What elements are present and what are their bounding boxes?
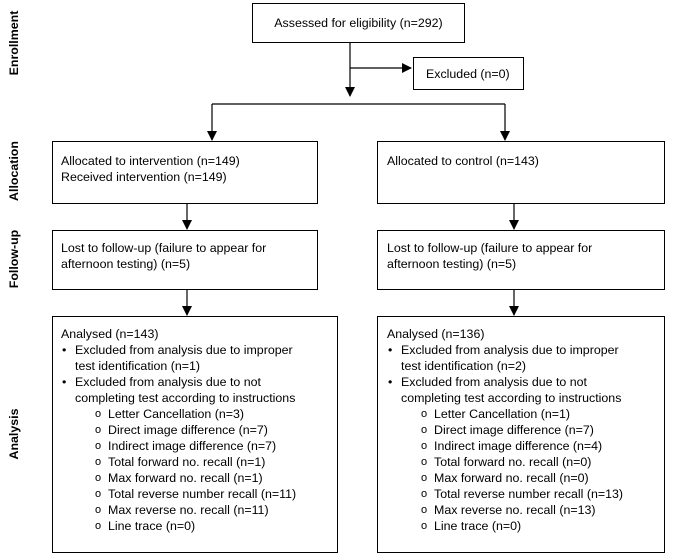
sub-list-item: Line trace (n=0): [95, 518, 337, 534]
sub-list-item: Direct image difference (n=7): [421, 422, 664, 438]
analysis-control-box: Analysed (n=136) Excluded from analysis …: [377, 316, 665, 553]
exclusion-identification-line1: Excluded from analysis due to improper: [75, 343, 293, 357]
sub-list-item: Max forward no. recall (n=1): [95, 470, 337, 486]
analysis-intervention-list: Excluded from analysis due to improper t…: [61, 342, 337, 534]
analysed-intervention-text: Analysed (n=143): [61, 327, 159, 341]
sub-list-item: Direct image difference (n=7): [95, 422, 337, 438]
sub-list-item: Indirect image difference (n=7): [95, 438, 337, 454]
exclusion-instructions-line1: Excluded from analysis due to not: [401, 375, 587, 389]
received-intervention-text: Received intervention (n=149): [61, 170, 227, 184]
exclusion-instructions-line2: completing test according to instruction…: [401, 391, 622, 405]
allocation-intervention-box: Allocated to intervention (n=149) Receiv…: [52, 141, 318, 204]
sub-list-item: Max reverse no. recall (n=13): [421, 502, 664, 518]
sub-list-item: Indirect image difference (n=4): [421, 438, 664, 454]
sub-list-item: Letter Cancellation (n=3): [95, 406, 337, 422]
exclusion-identification-line2: test identification (n=2): [401, 359, 527, 373]
lost-control-line1: Lost to follow-up (failure to appear for: [387, 241, 593, 255]
lost-intervention-line1: Lost to follow-up (failure to appear for: [61, 241, 267, 255]
analysis-intervention-box: Analysed (n=143) Excluded from analysis …: [52, 316, 338, 553]
sub-list-item: Total reverse number recall (n=11): [95, 486, 337, 502]
sub-list-item: Max reverse no. recall (n=11): [95, 502, 337, 518]
exclusion-identification-line1: Excluded from analysis due to improper: [401, 343, 619, 357]
sub-list-item: Letter Cancellation (n=1): [421, 406, 664, 422]
excluded-box: Excluded (n=0): [413, 57, 524, 90]
list-item: Excluded from analysis due to improper t…: [387, 342, 664, 374]
list-item: Excluded from analysis due to not comple…: [387, 374, 664, 534]
sub-list-item: Max forward no. recall (n=0): [421, 470, 664, 486]
sub-list-item: Line trace (n=0): [421, 518, 664, 534]
allocated-control-text: Allocated to control (n=143): [387, 154, 539, 168]
sub-list-item: Total forward no. recall (n=0): [421, 454, 664, 470]
test-exclusion-list: Letter Cancellation (n=3) Direct image d…: [75, 406, 337, 534]
exclusion-instructions-line2: completing test according to instruction…: [75, 391, 296, 405]
allocated-intervention-text: Allocated to intervention (n=149): [61, 154, 240, 168]
assessed-text: Assessed for eligibility (n=292): [274, 16, 443, 30]
list-item: Excluded from analysis due to not comple…: [61, 374, 337, 534]
analysis-control-list: Excluded from analysis due to improper t…: [387, 342, 664, 534]
lost-intervention-line2: afternoon testing) (n=5): [61, 257, 191, 271]
followup-control-box: Lost to follow-up (failure to appear for…: [377, 230, 665, 290]
assessed-box: Assessed for eligibility (n=292): [252, 3, 465, 43]
followup-intervention-box: Lost to follow-up (failure to appear for…: [52, 230, 318, 290]
sub-list-item: Total reverse number recall (n=13): [421, 486, 664, 502]
excluded-text: Excluded (n=0): [426, 67, 510, 81]
exclusion-instructions-line1: Excluded from analysis due to not: [75, 375, 261, 389]
analysed-control-text: Analysed (n=136): [387, 327, 485, 341]
list-item: Excluded from analysis due to improper t…: [61, 342, 337, 374]
test-exclusion-list: Letter Cancellation (n=1) Direct image d…: [401, 406, 664, 534]
lost-control-line2: afternoon testing) (n=5): [387, 257, 517, 271]
sub-list-item: Total forward no. recall (n=1): [95, 454, 337, 470]
allocation-control-box: Allocated to control (n=143): [377, 141, 665, 204]
exclusion-identification-line2: test identification (n=1): [75, 359, 201, 373]
